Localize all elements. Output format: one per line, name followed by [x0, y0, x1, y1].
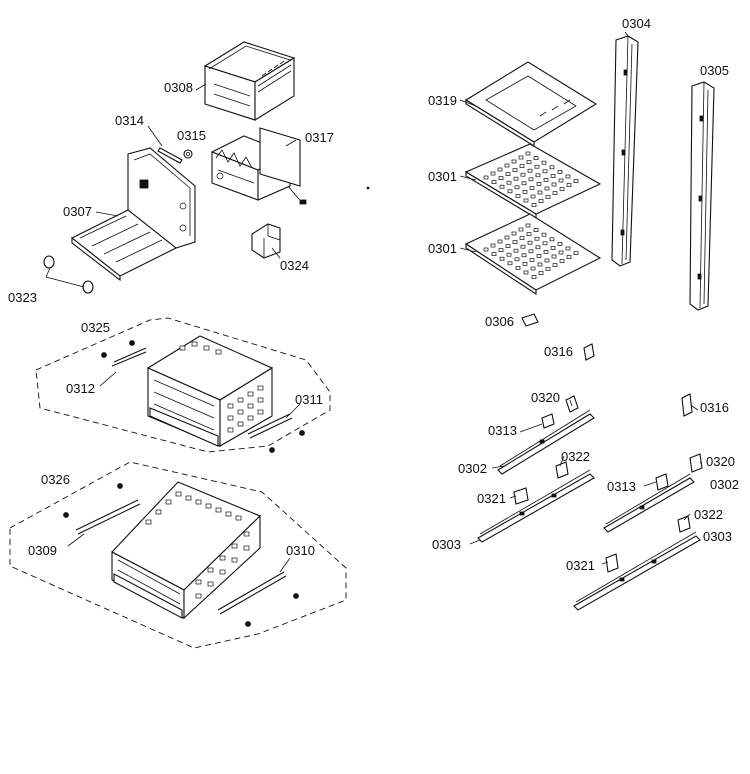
- part-0307-frame: [70, 147, 196, 282]
- part-0302-slide-left: [497, 409, 595, 475]
- part-0305-rail: [689, 81, 715, 311]
- leader-lines: [95, 83, 703, 565]
- label-0313-left: 0313: [488, 423, 517, 438]
- part-0313-right: [655, 473, 669, 491]
- label-0302-left: 0302: [458, 461, 487, 476]
- label-0307: 0307: [63, 204, 92, 219]
- part-0319-shelf-frame: [459, 61, 598, 147]
- label-0322-left: 0322: [561, 449, 590, 464]
- label-0303-right: 0303: [703, 529, 732, 544]
- basket-perforations: [145, 491, 250, 599]
- label-0303-left: 0303: [432, 537, 461, 552]
- part-0314: [157, 147, 183, 164]
- label-0322-right: 0322: [694, 507, 723, 522]
- label-0309: 0309: [28, 543, 57, 558]
- label-0323: 0323: [8, 290, 37, 305]
- label-0316-upper: 0316: [544, 344, 573, 359]
- part-0301-shelf-lower: [464, 213, 602, 296]
- label-0314: 0314: [115, 113, 144, 128]
- label-0310: 0310: [286, 543, 315, 558]
- part-0303-slide-left: [477, 469, 595, 543]
- part-0301-shelf-upper: [464, 143, 602, 219]
- part-0304-rail: [611, 31, 639, 267]
- basket-perforations: [179, 341, 264, 433]
- part-0308-ice-bin: [203, 41, 296, 121]
- label-0321-left: 0321: [477, 491, 506, 506]
- label-0319: 0319: [428, 93, 457, 108]
- part-0325-crisper-basket: [35, 317, 331, 453]
- label-0324: 0324: [280, 258, 309, 273]
- part-0322-left: [555, 461, 569, 479]
- part-0306: [521, 313, 539, 327]
- label-0311: 0311: [295, 392, 323, 407]
- part-0315: [183, 149, 193, 159]
- label-0304: 0304: [622, 16, 651, 31]
- label-0301-upper: 0301: [428, 169, 457, 184]
- label-0315: 0315: [177, 128, 206, 143]
- part-0316-upper: [583, 343, 595, 361]
- label-0301-lower: 0301: [428, 241, 457, 256]
- part-0320-left: [565, 395, 579, 413]
- label-0326: 0326: [41, 472, 70, 487]
- shelf-holes: [483, 151, 579, 207]
- label-0312: 0312: [66, 381, 95, 396]
- label-0325: 0325: [81, 320, 110, 335]
- label-0306: 0306: [485, 314, 514, 329]
- label-0316-lower: 0316: [700, 400, 729, 415]
- label-0302-right: 0302: [710, 477, 739, 492]
- label-0317: 0317: [305, 130, 334, 145]
- part-0320-right: [689, 453, 703, 473]
- label-0313-right: 0313: [607, 479, 636, 494]
- label-0320-left: 0320: [531, 390, 560, 405]
- label-0320-right: 0320: [706, 454, 735, 469]
- part-0316-lower: [681, 393, 693, 417]
- part-0321-left: [513, 487, 529, 505]
- part-0323-pins: [43, 255, 94, 294]
- shelf-holes: [483, 223, 579, 279]
- part-0303-slide-right: [573, 531, 701, 611]
- label-0308: 0308: [164, 80, 193, 95]
- part-0326-freezer-basket: [9, 461, 347, 649]
- label-0321-right: 0321: [566, 558, 595, 573]
- part-0302-slide-right: [603, 473, 695, 533]
- part-0317-ice-maker: [210, 127, 307, 205]
- label-0305: 0305: [700, 63, 729, 78]
- part-0321-right: [605, 553, 619, 573]
- part-0313-left: [541, 413, 555, 429]
- part-0322-right: [677, 515, 691, 533]
